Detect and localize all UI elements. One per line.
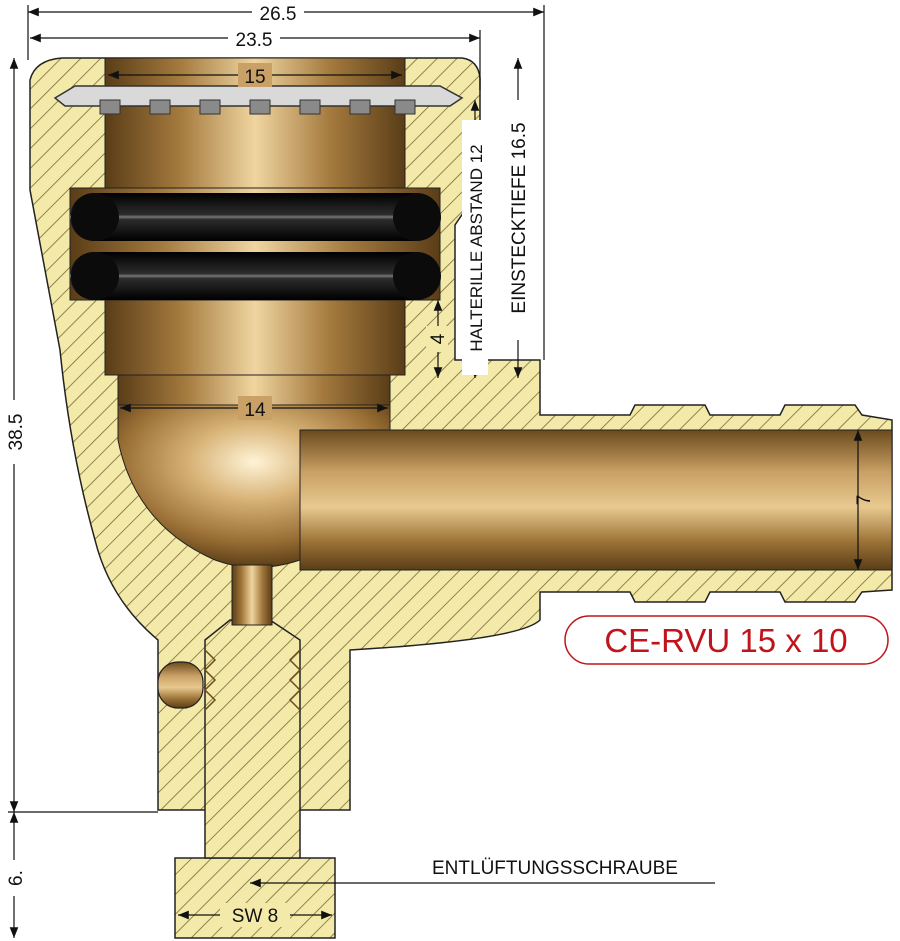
product-code: CE-RVU 15 x 10 — [604, 622, 847, 659]
dim-bore-bottom: 14 — [244, 400, 266, 421]
vent-screw-shank — [204, 619, 301, 859]
dim-step: 4 — [428, 333, 449, 344]
vent-screw-label: ENTLÜFTUNGSSCHRAUBE — [432, 858, 678, 879]
dim-bore-top: 15 — [244, 67, 265, 88]
o-rings — [70, 193, 441, 300]
product-code-badge: CE-RVU 15 x 10 — [564, 615, 889, 665]
screw-threads — [203, 649, 302, 711]
dim-overall-width: 26.5 — [260, 4, 297, 25]
dim-wrench-size: SW 8 — [232, 906, 278, 927]
dim-inner-width: 23.5 — [236, 30, 273, 51]
dim-outlet-bore: 7 — [854, 495, 875, 506]
dim-insertion-depth: EINSTECKTIEFE 16.5 — [509, 122, 530, 313]
vent-hole — [157, 661, 204, 709]
dim-holding-ring-distance: HALTERILLE ABSTAND 12 — [467, 144, 486, 351]
dimension-labels: 26.5 23.5 15 14 38.5 6. 7 4 HALTERILLE A… — [2, 0, 875, 927]
dim-screw-height: 6. — [6, 870, 27, 886]
dim-overall-height: 38.5 — [6, 414, 27, 451]
holding-ring — [53, 85, 464, 115]
